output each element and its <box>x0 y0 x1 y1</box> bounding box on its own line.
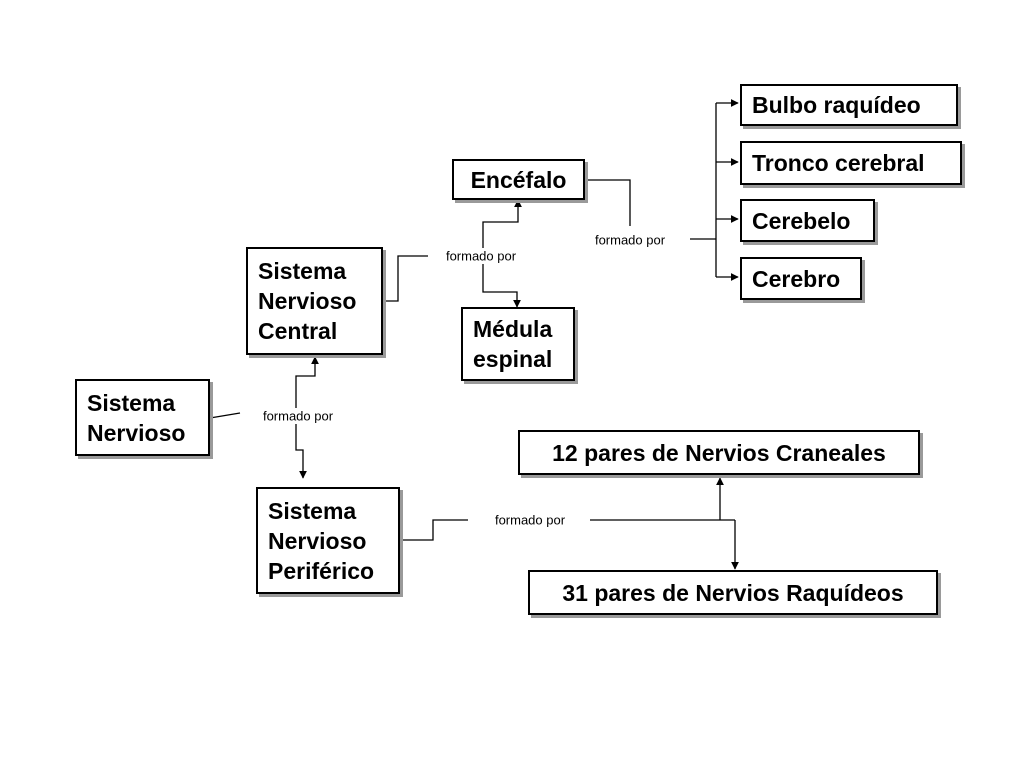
edge-sn-to-snc <box>295 356 319 408</box>
edge-snc-to-encefalo <box>482 199 522 248</box>
node-cerebro: Cerebro <box>740 257 862 300</box>
node-nervios-craneales: 12 pares de Nervios Craneales <box>518 430 920 475</box>
node-nervios-raquideos: 31 pares de Nervios Raquídeos <box>528 570 938 615</box>
node-bulbo-raquideo: Bulbo raquídeo <box>740 84 958 126</box>
link-label-sistema-nervioso: formado por <box>260 408 336 424</box>
edge-sn-to-snp <box>295 424 307 479</box>
node-tronco-cerebral: Tronco cerebral <box>740 141 962 185</box>
node-medula-espinal: Médula espinal <box>461 307 575 381</box>
link-label-snp: formado por <box>492 512 568 528</box>
edge-snp-label <box>400 519 468 541</box>
node-sistema-nervioso: Sistema Nervioso <box>75 379 210 456</box>
link-label-snc: formado por <box>443 248 519 264</box>
node-encefalo: Encéfalo <box>452 159 585 200</box>
node-sistema-nervioso-central: Sistema Nervioso Central <box>246 247 383 355</box>
edge-sn-label <box>209 412 241 419</box>
edge-encefalo-label <box>585 179 631 226</box>
node-cerebelo: Cerebelo <box>740 199 875 242</box>
link-label-encefalo: formado por <box>592 232 668 248</box>
edge-snc-label <box>383 255 428 302</box>
edge-snc-to-medula <box>482 264 521 308</box>
node-sistema-nervioso-periferico: Sistema Nervioso Periférico <box>256 487 400 594</box>
